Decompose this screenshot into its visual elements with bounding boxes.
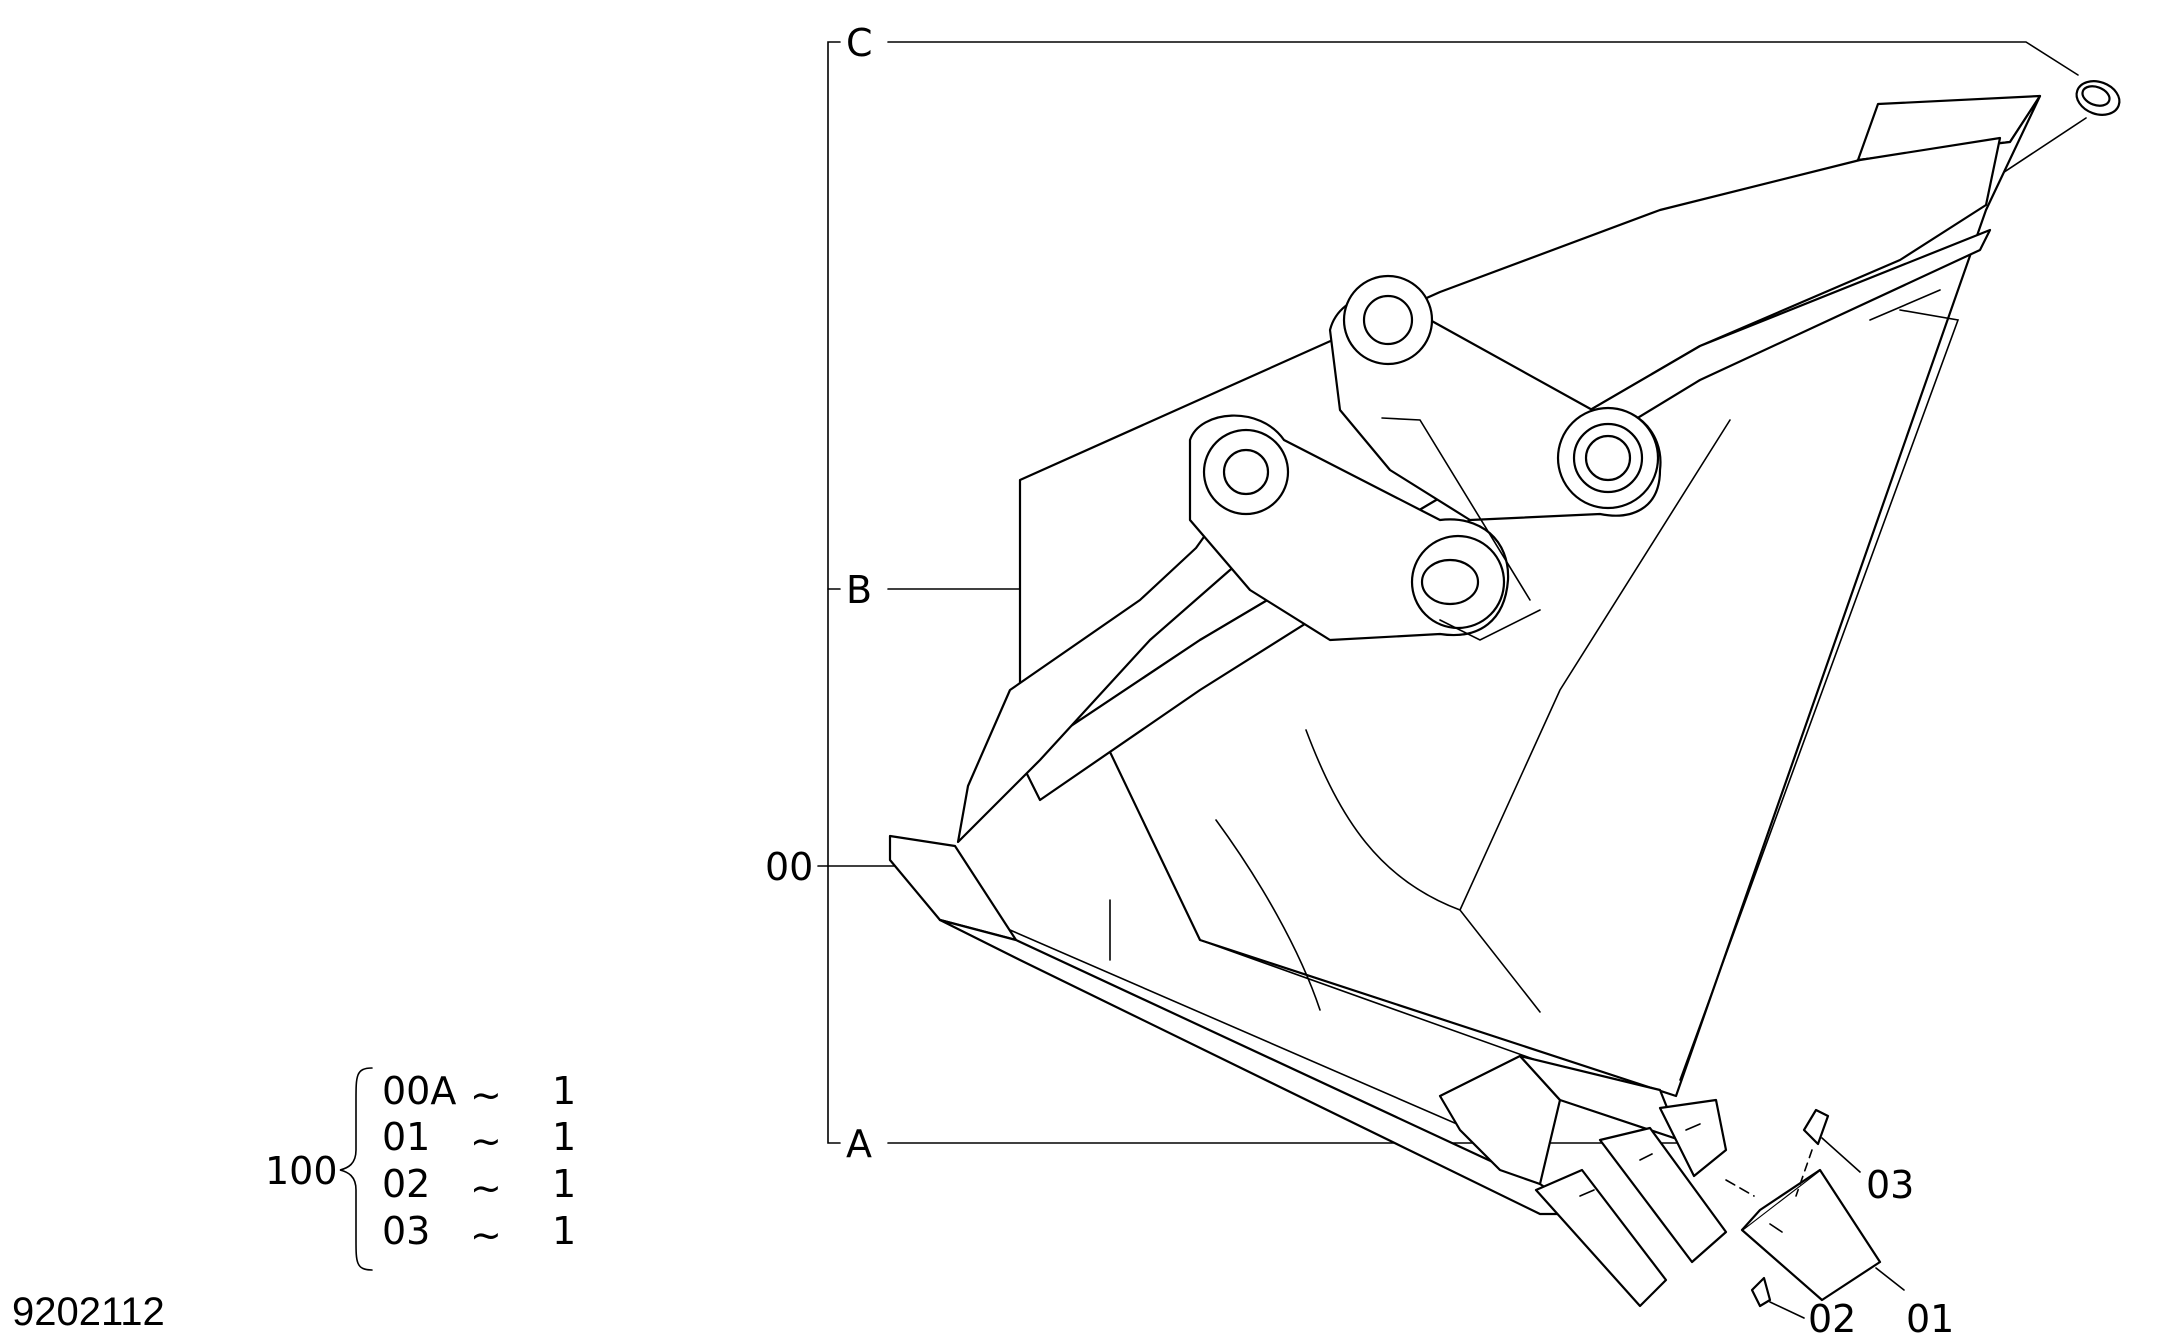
kit-row-tilde: ~ — [470, 1166, 502, 1210]
kit-row-part: 03 — [382, 1209, 430, 1253]
kit-row-part: 01 — [382, 1115, 430, 1159]
part-01-label: 01 — [1906, 1297, 1954, 1340]
kit-row-tilde: ~ — [470, 1213, 502, 1257]
callout-c-label: C — [846, 21, 873, 65]
kit-number: 100 — [265, 1149, 338, 1193]
kit-row-tilde: ~ — [470, 1119, 502, 1163]
callout-a-label: A — [846, 1122, 872, 1166]
kit-row-tilde: ~ — [470, 1073, 502, 1117]
kit-row-qty: 1 — [552, 1069, 576, 1113]
bucket-teeth — [1438, 1054, 1728, 1308]
pin-bushing — [2075, 80, 2121, 116]
kit-row-qty: 1 — [552, 1209, 576, 1253]
callout-b-label: B — [846, 568, 872, 612]
kit-row-part: 02 — [382, 1162, 430, 1206]
part-02-label: 02 — [1808, 1297, 1856, 1340]
kit-row-qty: 1 — [552, 1115, 576, 1159]
figure-number: 9202112 — [12, 1290, 165, 1334]
bucket-body — [888, 94, 2042, 1216]
link-lugs — [1188, 274, 1662, 642]
exploded-tooth — [1725, 1108, 1905, 1319]
kit-row-qty: 1 — [552, 1162, 576, 1206]
part-03-label: 03 — [1866, 1163, 1914, 1207]
kit-table: 100 00A ~ 1 01 ~ 1 02 ~ 1 03 ~ 1 — [265, 1067, 576, 1271]
assembly-label: 00 — [765, 845, 813, 889]
kit-row-part: 00A — [382, 1069, 456, 1113]
